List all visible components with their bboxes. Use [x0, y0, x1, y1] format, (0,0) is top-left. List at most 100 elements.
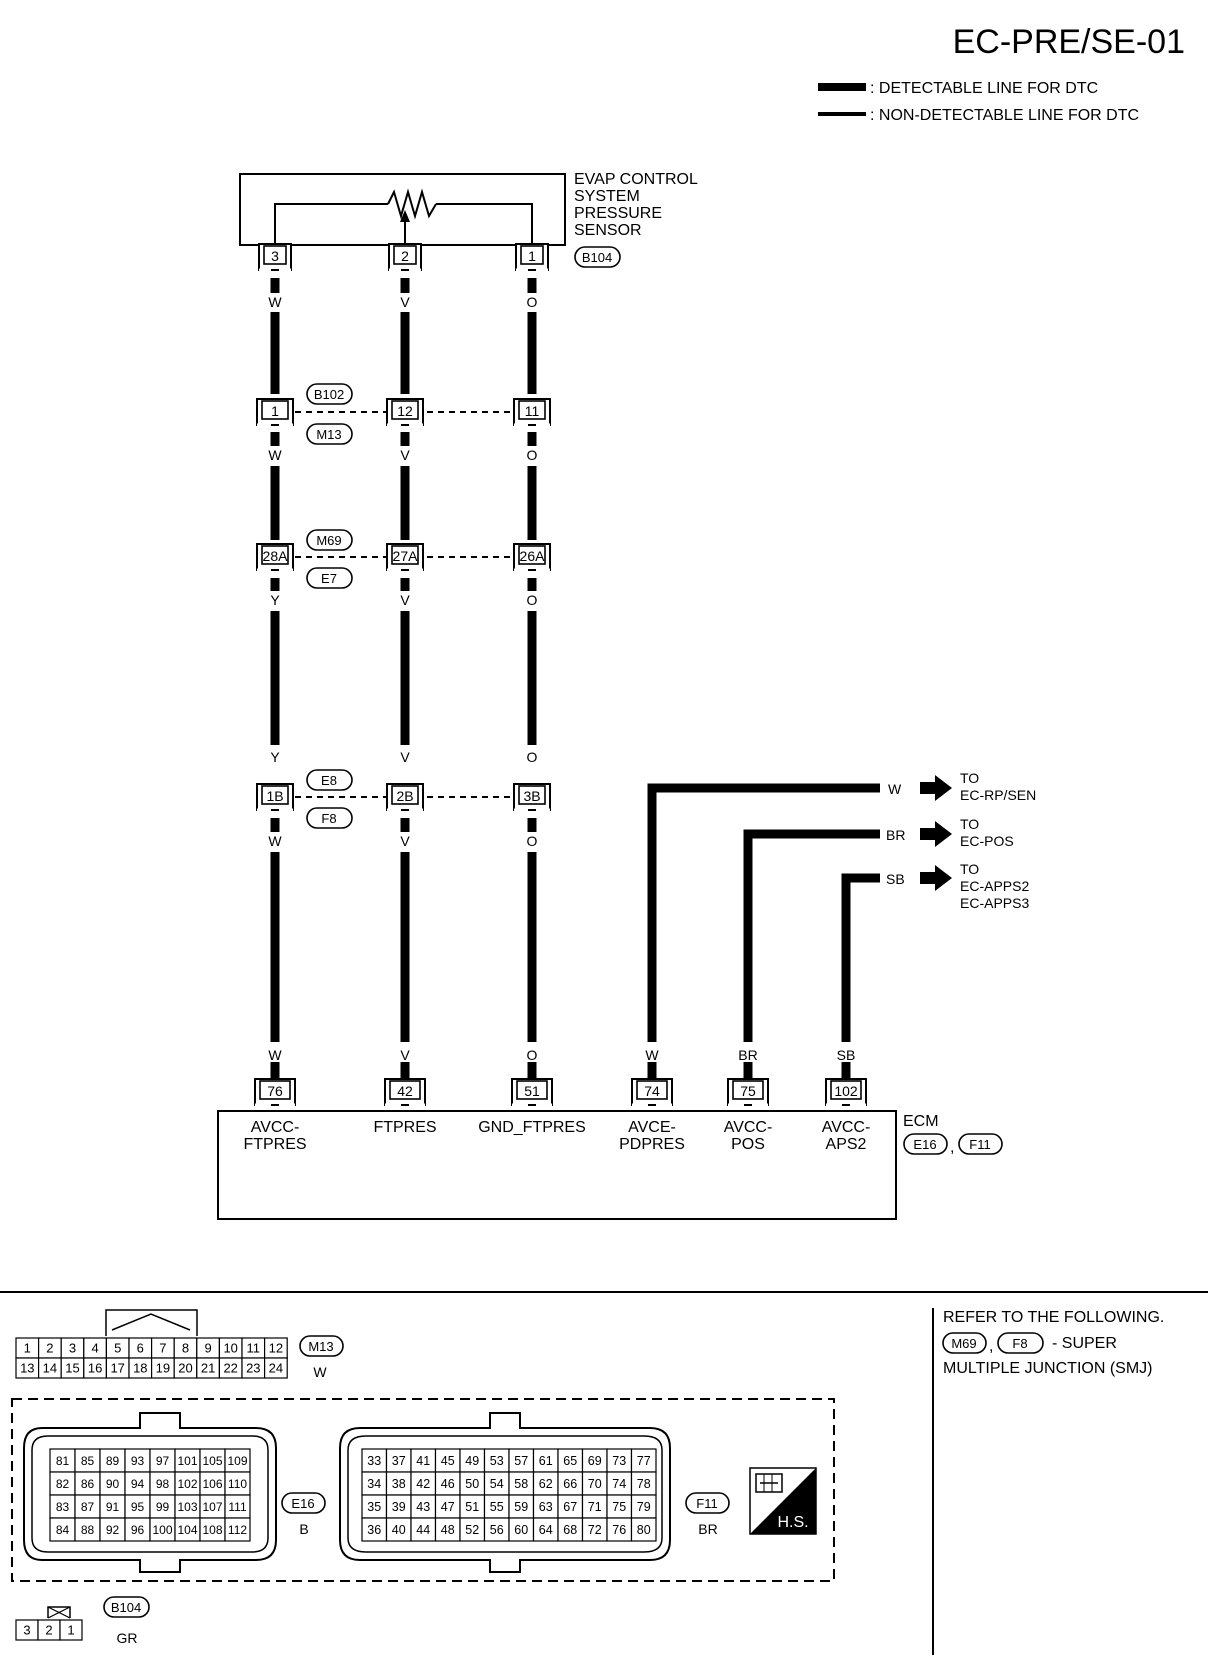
terminal-number: 95 — [131, 1500, 145, 1514]
branch-wire-color: SB — [886, 871, 905, 887]
junction3-bottom-id: F8 — [321, 811, 336, 826]
pin-number: 28A — [263, 548, 289, 564]
terminal-number: 105 — [202, 1454, 222, 1468]
evap-pressure-sensor: EVAP CONTROL SYSTEM PRESSURE SENSOR B104 — [239, 171, 698, 268]
terminal-number: 83 — [56, 1500, 70, 1514]
branch-target: EC-APPS2 — [960, 878, 1029, 894]
ecm-terminal-name: AVCE- — [628, 1119, 676, 1136]
terminal-number: 51 — [465, 1500, 479, 1514]
ecm-terminal-name: FTPRES — [243, 1136, 306, 1153]
ecm-terminal-name: AVCC- — [251, 1119, 300, 1136]
junction2-bottom-id: E7 — [321, 571, 337, 586]
terminal-number: 71 — [588, 1500, 602, 1514]
wire-color-label: O — [527, 749, 538, 765]
terminal-number: 21 — [201, 1361, 215, 1376]
terminal-cell — [630, 1517, 657, 1542]
terminal-number: 22 — [223, 1361, 237, 1376]
terminal-number: 65 — [563, 1454, 577, 1468]
smj-note: REFER TO THE FOLLOWING. M69 , F8 - SUPER… — [942, 1309, 1164, 1377]
terminal-number: 14 — [43, 1361, 57, 1376]
terminal-number: 40 — [392, 1523, 406, 1537]
terminal-number: 24 — [269, 1361, 283, 1376]
terminal-number: 69 — [588, 1454, 602, 1468]
wire-color-label: W — [268, 1047, 282, 1063]
wiper-arrow-icon — [400, 210, 410, 222]
terminal-number: 85 — [81, 1454, 95, 1468]
wire-color-label: O — [527, 447, 538, 463]
terminal-number: 88 — [81, 1523, 95, 1537]
terminal-number: 39 — [392, 1500, 406, 1514]
wire-color-label: W — [268, 447, 282, 463]
wire-color-label: O — [527, 1047, 538, 1063]
terminal-number: 80 — [637, 1523, 651, 1537]
ecm-module: ECM E16 , F11 AVCC- FTPRES FTPRES GND_FT… — [217, 1110, 1003, 1220]
ecm-pin: 102 — [825, 1078, 867, 1107]
terminal-number: 84 — [56, 1523, 70, 1537]
terminal-number: 98 — [156, 1477, 170, 1491]
terminal-number: 2 — [46, 1341, 53, 1356]
e16-inner-housing — [31, 1435, 269, 1553]
branch-wire-color: W — [888, 781, 902, 797]
terminal-number: 110 — [228, 1477, 247, 1491]
terminal-number: 87 — [81, 1500, 95, 1514]
pin-number: 42 — [397, 1083, 413, 1099]
ecm-connector-separator: , — [950, 1139, 954, 1156]
terminal-number: 38 — [392, 1477, 406, 1491]
terminal-number: 78 — [637, 1477, 651, 1491]
ecm-pin: 74 — [631, 1078, 673, 1107]
terminal-cell — [264, 1357, 288, 1379]
branch-target: EC-RP/SEN — [960, 787, 1036, 803]
terminal-number: 57 — [514, 1454, 528, 1468]
terminal-cell — [224, 1517, 251, 1542]
terminal-number: 37 — [392, 1454, 406, 1468]
terminal-number: 48 — [441, 1523, 455, 1537]
note-separator: , — [989, 1338, 993, 1355]
junction2-pin: 26A — [513, 543, 551, 572]
terminal-number: 20 — [178, 1361, 192, 1376]
ecm-terminal-name: GND_FTPRES — [478, 1119, 586, 1136]
wire-color-label: V — [400, 833, 410, 849]
pin-number: 3 — [271, 248, 279, 264]
junction2-top-id: M69 — [316, 533, 341, 548]
ecm-connector-id: F11 — [969, 1137, 990, 1152]
terminal-number: 47 — [441, 1500, 455, 1514]
wire-color-label: O — [527, 592, 538, 608]
terminal-number: 67 — [563, 1500, 577, 1514]
legend-non-detectable-label: : NON-DETECTABLE LINE FOR DTC — [870, 107, 1139, 124]
ecm-terminal-name: AVCC- — [724, 1119, 773, 1136]
sensor-name-line: PRESSURE — [574, 205, 662, 222]
terminal-number: 66 — [563, 1477, 577, 1491]
terminal-number: 101 — [177, 1454, 197, 1468]
resistor-symbol — [387, 188, 437, 220]
terminal-number: 43 — [416, 1500, 430, 1514]
ecm-terminal-name: PDPRES — [619, 1136, 685, 1153]
sensor-connector-tag — [574, 246, 621, 268]
ecm-terminal-name: APS2 — [826, 1136, 867, 1153]
pin-number: 2 — [401, 248, 409, 264]
e16-housing — [23, 1412, 277, 1573]
m13-color: W — [313, 1364, 327, 1380]
f11-color: BR — [698, 1521, 717, 1537]
terminal-number: 99 — [156, 1500, 170, 1514]
wire-color-label: O — [527, 833, 538, 849]
wire-color-label: V — [400, 294, 410, 310]
sensor-name-line: SENSOR — [574, 222, 642, 239]
terminal-number: 102 — [177, 1477, 197, 1491]
wire-color-label: W — [268, 833, 282, 849]
terminal-number: 10 — [223, 1341, 237, 1356]
terminal-number: 1 — [67, 1623, 74, 1638]
wire-color-label: Y — [270, 592, 280, 608]
sensor-connector-id: B104 — [582, 250, 612, 265]
note-connector-b: F8 — [1012, 1336, 1027, 1351]
terminal-number: 82 — [56, 1477, 70, 1491]
terminal-number: 62 — [539, 1477, 553, 1491]
b104-id: B104 — [111, 1600, 141, 1615]
junction3-pin: 2B — [386, 783, 424, 812]
terminal-number: 7 — [159, 1341, 166, 1356]
branch-to-label: TO — [960, 770, 979, 786]
f11-id: F11 — [696, 1496, 717, 1511]
terminal-number: 93 — [131, 1454, 145, 1468]
